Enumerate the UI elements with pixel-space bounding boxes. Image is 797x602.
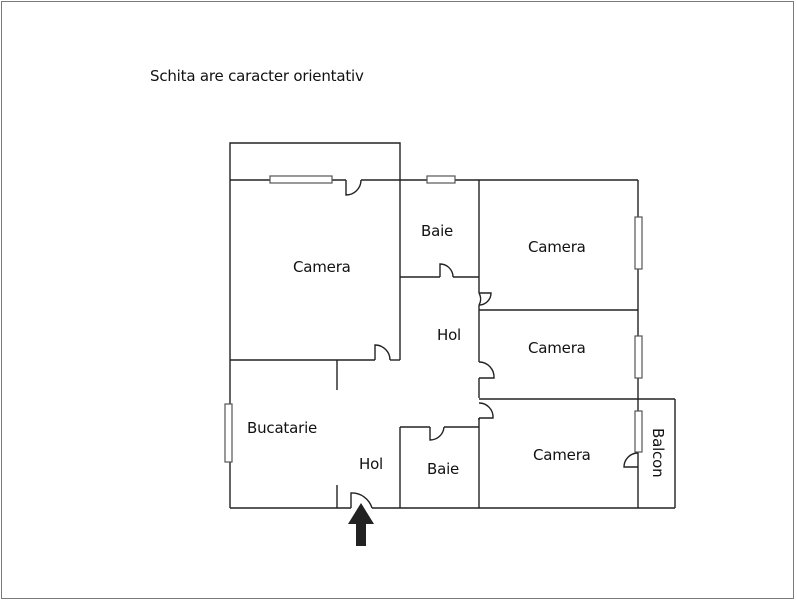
windows [224,175,643,463]
room-label-hol-2: Hol [359,455,384,473]
room-label-baie-2: Baie [427,460,460,478]
room-label-camera-1: Camera [293,258,351,276]
room-label-camera-3: Camera [528,339,586,357]
room-label-balcon: Balcon [649,428,667,478]
doors [345,179,639,509]
diagram-title: Schita are caracter orientativ [150,67,364,85]
room-label-camera-4: Camera [533,446,591,464]
room-label-bucatarie: Bucatarie [247,419,318,437]
entrance-arrow-icon [348,503,374,546]
room-label-hol-1: Hol [437,326,462,344]
room-label-baie-1: Baie [421,222,454,240]
room-label-camera-2: Camera [528,238,586,256]
